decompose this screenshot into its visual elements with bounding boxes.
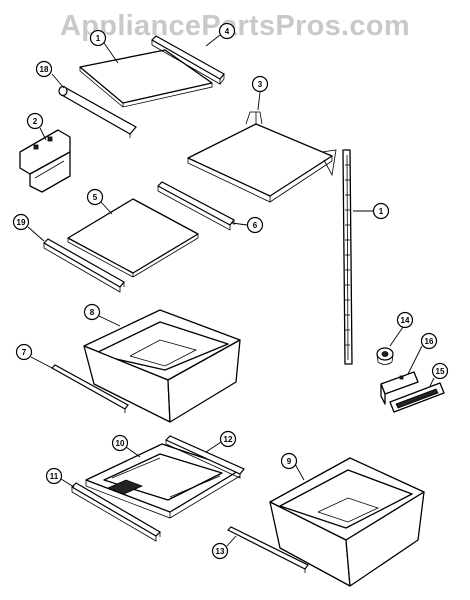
callout-part-1-top: 1 [89,29,107,47]
callout-part-14: 14 [396,311,414,329]
cover-rail-rear [164,435,245,479]
trim-front-top [58,85,137,138]
shelf-rail-vertical [342,149,353,365]
trim-front-middle [43,238,125,293]
svg-text:2: 2 [33,117,38,126]
svg-text:19: 19 [17,218,26,227]
leader-lines [27,34,435,547]
shelf-glass-middle [67,198,199,278]
callout-part-6: 6 [246,216,264,234]
crisper-drawer-left [83,309,241,423]
drawer-slide-left [51,364,129,413]
callout-part-13: 13 [211,542,229,560]
svg-text:15: 15 [436,367,445,376]
callout-part-19: 19 [12,213,30,231]
svg-text:8: 8 [90,308,95,317]
svg-text:7: 7 [22,348,27,357]
slide-cover [380,371,419,405]
callout-part-16: 16 [420,332,438,350]
svg-text:16: 16 [425,337,434,346]
drawer-slide-right [226,526,309,573]
svg-text:4: 4 [225,27,230,36]
svg-text:11: 11 [50,472,59,481]
crisper-drawer-right [269,457,425,587]
slide-housing [389,382,445,413]
callout-part-10: 10 [111,434,129,452]
shelf-stop-knob [376,347,394,365]
shelf-bracket [19,129,71,193]
callout-part-4: 4 [218,22,236,40]
callout-part-2: 2 [26,112,44,130]
svg-text:10: 10 [116,439,125,448]
trim-rear-middle [157,181,235,231]
callout-part-15: 15 [431,362,449,380]
callout-part-11: 11 [45,467,63,485]
svg-text:1: 1 [379,207,384,216]
callout-part-12: 12 [219,430,237,448]
trim-rear-top [151,35,225,85]
svg-text:14: 14 [401,316,410,325]
callout-part-1-rail: 1 [372,202,390,220]
cover-rail-front [71,482,161,542]
callout-part-18: 18 [35,60,53,78]
svg-text:6: 6 [253,221,258,230]
svg-text:18: 18 [40,65,49,74]
svg-text:12: 12 [224,435,233,444]
callout-part-7: 7 [15,343,33,361]
callout-part-3: 3 [251,75,269,93]
callout-part-8: 8 [83,303,101,321]
svg-text:3: 3 [258,80,263,89]
shelf-glass-top [79,49,213,108]
svg-text:9: 9 [287,457,292,466]
svg-text:1: 1 [96,34,101,43]
shelf-cantilever [187,111,337,203]
callout-part-5: 5 [86,188,104,206]
watermark-logo: AppliancePartsPros.com [60,10,410,42]
callout-part-9: 9 [280,452,298,470]
svg-text:5: 5 [93,193,98,202]
svg-text:13: 13 [216,547,225,556]
